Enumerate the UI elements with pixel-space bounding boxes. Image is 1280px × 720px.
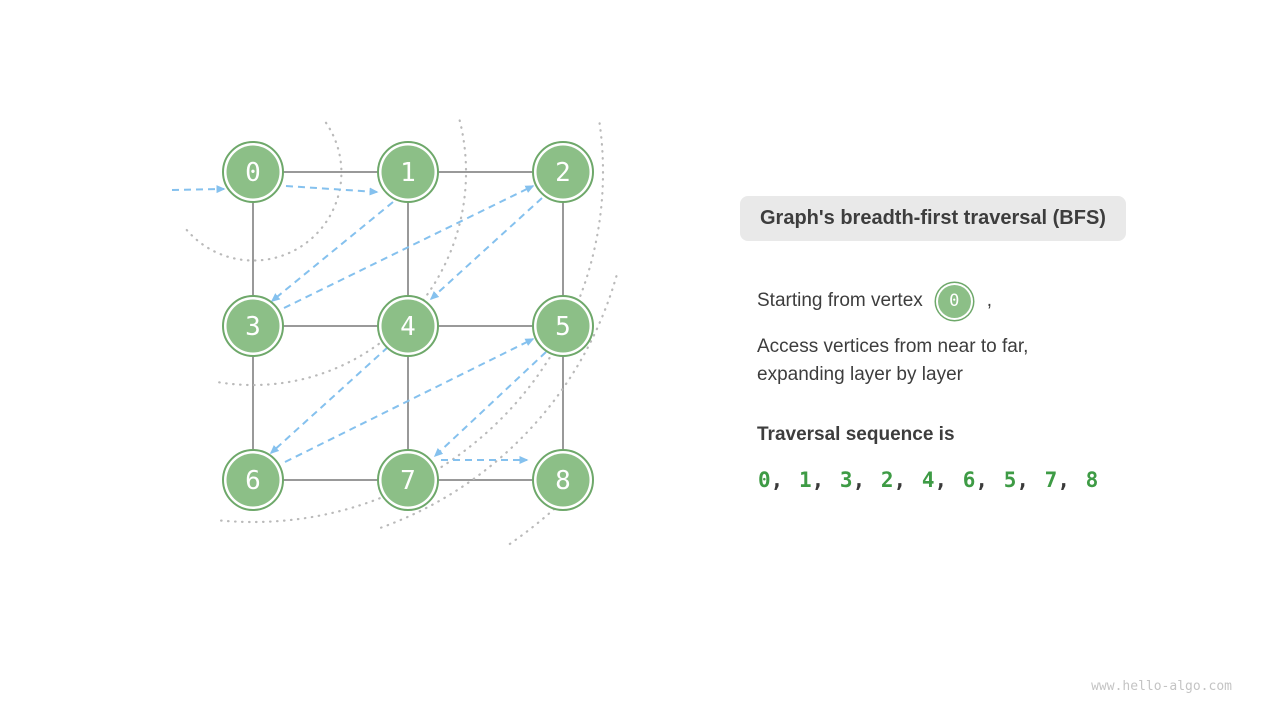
vertex-6-label: 6 <box>245 466 261 496</box>
vertex-5-label: 5 <box>555 312 571 342</box>
vertex-0-label: 0 <box>245 158 261 188</box>
sequence-separator: , <box>893 468 919 492</box>
vertex-4-label: 4 <box>400 312 416 342</box>
traversal-arrow-start-to-0 <box>171 185 226 194</box>
description-text: Access vertices from near to far, expand… <box>757 336 1029 385</box>
sequence-number-8: 8 <box>1085 468 1099 492</box>
sequence-separator: , <box>934 468 960 492</box>
sequence-separator: , <box>1016 468 1042 492</box>
figure-title: Graph's breadth-first traversal (BFS) <box>740 196 1126 241</box>
vertex-7-label: 7 <box>400 466 416 496</box>
sequence-number-4: 4 <box>921 468 935 492</box>
sequence-number-2: 3 <box>839 468 853 492</box>
vertex-3-label: 3 <box>245 312 261 342</box>
vertex-3-body <box>226 299 280 353</box>
layer-arc-4 <box>375 275 618 531</box>
vertex-2-body <box>536 145 590 199</box>
sequence-number-3: 2 <box>880 468 894 492</box>
traversal-arrow-5-to-7 <box>433 351 547 458</box>
start-line-prefix: Starting from vertex <box>757 290 923 311</box>
vertex-5-body <box>536 299 590 353</box>
sequence-separator: , <box>975 468 1001 492</box>
vertex-7-body <box>381 453 435 507</box>
traversal-arrow-4-to-6 <box>269 346 389 455</box>
traversal-arrow-3-to-2 <box>283 185 535 309</box>
traversal-arrow-1-to-3 <box>270 201 394 302</box>
traversal-arrow-6-to-5 <box>284 338 535 463</box>
vertex-1-body <box>381 145 435 199</box>
sequence-number-5: 6 <box>962 468 976 492</box>
start-line-suffix: , <box>986 290 993 311</box>
layer-arc-3 <box>215 122 605 524</box>
vertex-8-label: 8 <box>555 466 571 496</box>
sequence-number-1: 1 <box>798 468 812 492</box>
traversal-sequence: 0, 1, 3, 2, 4, 6, 5, 7, 8 <box>758 468 1098 492</box>
sequence-number-0: 0 <box>758 468 771 492</box>
traversal-arrow-0-to-1 <box>285 185 379 196</box>
sequence-number-6: 5 <box>1003 468 1017 492</box>
vertex-8-body <box>536 453 590 507</box>
start-vertex-line: Starting from vertex 0 , <box>757 279 992 323</box>
vertex-6-body <box>226 453 280 507</box>
sequence-label: Traversal sequence is <box>757 424 955 445</box>
sequence-number-7: 7 <box>1044 468 1058 492</box>
start-vertex-label: 0 <box>949 291 960 311</box>
layer-arc-2 <box>214 119 468 387</box>
start-vertex-badge: 0 <box>937 284 971 318</box>
traversal-arrow-2-to-4 <box>429 197 543 301</box>
sequence-separator: , <box>852 468 878 492</box>
vertex-0-body <box>226 145 280 199</box>
vertex-2-label: 2 <box>555 158 571 188</box>
sequence-separator: , <box>770 468 796 492</box>
watermark: www.hello-algo.com <box>1091 679 1232 694</box>
sequence-separator: , <box>811 468 837 492</box>
sequence-separator: , <box>1057 468 1083 492</box>
vertex-4-body <box>381 299 435 353</box>
vertex-1-label: 1 <box>400 158 416 188</box>
